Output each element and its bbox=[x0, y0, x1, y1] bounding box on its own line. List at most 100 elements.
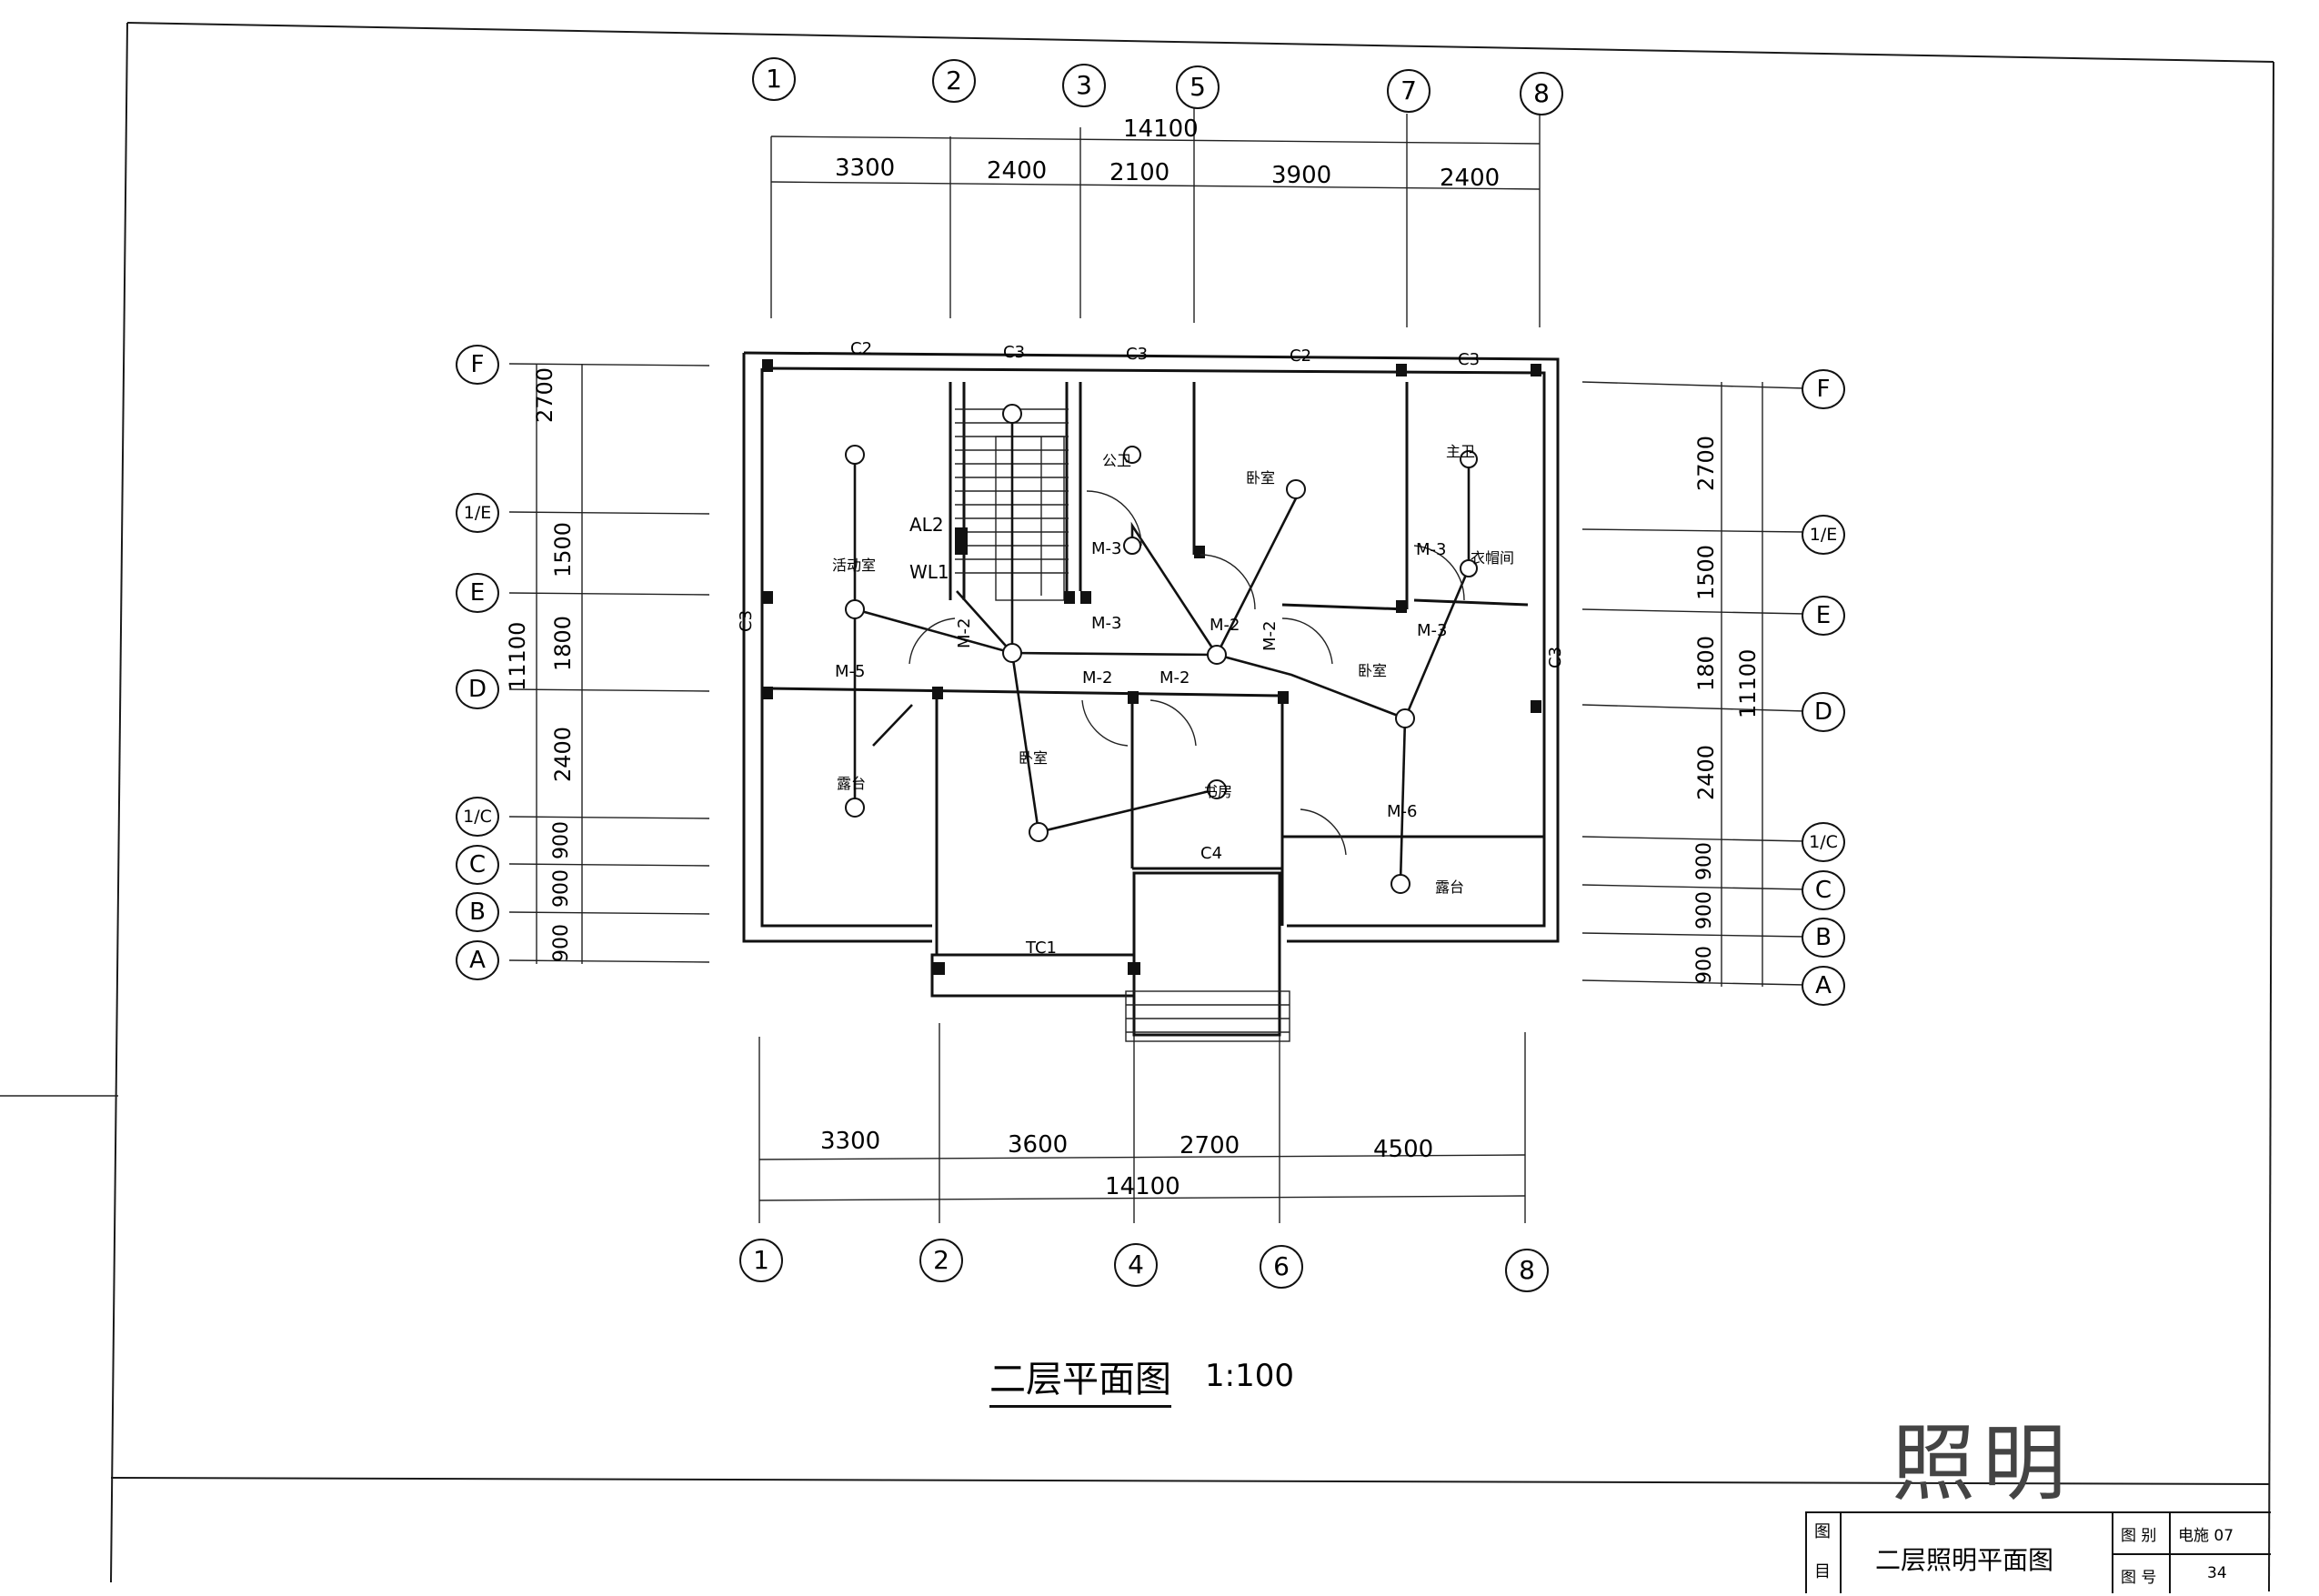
axis-bubble-right-E: E bbox=[1802, 596, 1845, 636]
columns bbox=[762, 359, 1541, 975]
dim-bottom-4: 4500 bbox=[1373, 1136, 1434, 1163]
dim-top-total: 14100 bbox=[1123, 115, 1199, 143]
axis-bubble-top-8: 8 bbox=[1520, 72, 1563, 115]
axis-bubble-right-C: C bbox=[1802, 870, 1845, 910]
room-label: 公卫 bbox=[1102, 452, 1132, 469]
door-label: M-3 bbox=[1091, 539, 1122, 558]
axis-bubble-top-1: 1 bbox=[752, 57, 796, 101]
window-label: C2 bbox=[1290, 346, 1312, 366]
title-block-hline bbox=[2112, 1553, 2271, 1555]
dim-left-6: 900 bbox=[550, 869, 573, 908]
dim-top-4: 3900 bbox=[1271, 162, 1332, 189]
dim-top-1: 3300 bbox=[835, 155, 896, 182]
title-block: 图 目 二层照明平面图 图 别 电施 07 图 号 34 bbox=[1805, 1511, 2271, 1593]
door-label: M-2 bbox=[1210, 616, 1240, 635]
dim-left-7: 900 bbox=[550, 924, 573, 962]
title-block-divider bbox=[1840, 1513, 1842, 1593]
dim-bottom-total: 14100 bbox=[1105, 1173, 1180, 1200]
room-label: 活动室 bbox=[832, 557, 877, 574]
dim-right-4: 2400 bbox=[1693, 744, 1719, 800]
stamp-lighting: 照明 bbox=[1892, 1415, 2074, 1512]
dim-left-1: 2700 bbox=[532, 366, 557, 423]
title-block-label-2: 目 bbox=[1814, 1562, 1831, 1581]
axis-bubble-left-E: E bbox=[456, 573, 499, 613]
door-label: M-5 bbox=[835, 662, 866, 681]
dim-left-4: 2400 bbox=[550, 726, 576, 782]
category-label: 图 别 bbox=[2121, 1527, 2157, 1545]
dim-left-total: 11100 bbox=[505, 621, 530, 691]
axis-bubble-top-3: 3 bbox=[1062, 64, 1106, 107]
axis-bubble-left-B: B bbox=[456, 892, 499, 932]
dim-left-3: 1800 bbox=[550, 615, 576, 671]
window-label: TC1 bbox=[1026, 939, 1057, 958]
window-label: C2 bbox=[850, 339, 873, 358]
axis-bubble-left-D: D bbox=[456, 669, 499, 709]
axis-bubble-right-1C: 1/C bbox=[1802, 822, 1845, 862]
axis-bubble-right-F: F bbox=[1802, 369, 1845, 409]
window-label: C3 bbox=[737, 609, 756, 632]
window-label: C3 bbox=[1003, 343, 1026, 362]
door-label: M-3 bbox=[1091, 614, 1122, 633]
dim-top-3: 2100 bbox=[1109, 159, 1170, 186]
panel-label-al2: AL2 bbox=[909, 514, 944, 536]
dim-right-6: 900 bbox=[1693, 891, 1716, 929]
sheet-border bbox=[0, 22, 2274, 1592]
dim-right-2: 1500 bbox=[1693, 544, 1719, 600]
axis-bubble-bottom-4: 4 bbox=[1114, 1243, 1158, 1287]
door-label: M-2 bbox=[1260, 620, 1280, 651]
door-label: M-2 bbox=[1160, 668, 1190, 688]
dim-right-total: 11100 bbox=[1735, 648, 1761, 718]
drawing-name: 二层照明平面图 bbox=[1875, 1545, 2054, 1575]
door-label: M-3 bbox=[1417, 621, 1448, 640]
plan-scale: 1:100 bbox=[1205, 1358, 1294, 1394]
dim-bottom-1: 3300 bbox=[820, 1128, 881, 1155]
axis-bubble-right-D: D bbox=[1802, 692, 1845, 732]
axis-bubble-right-A: A bbox=[1802, 966, 1845, 1006]
axis-bubble-left-1C: 1/C bbox=[456, 797, 499, 837]
door-label: M-2 bbox=[955, 617, 974, 648]
grid-lines bbox=[508, 105, 1806, 1223]
dim-bottom-3: 2700 bbox=[1180, 1132, 1240, 1159]
window-label: C3 bbox=[1126, 345, 1149, 364]
axis-bubble-top-7: 7 bbox=[1387, 69, 1431, 113]
axis-bubble-left-A: A bbox=[456, 940, 499, 980]
room-label: 衣帽间 bbox=[1471, 549, 1515, 567]
door-label: M-3 bbox=[1416, 540, 1447, 559]
room-label: 卧室 bbox=[1358, 662, 1388, 679]
room-label: 主卫 bbox=[1446, 443, 1476, 460]
light-fixtures bbox=[845, 404, 1478, 894]
number-label: 图 号 bbox=[2121, 1569, 2157, 1587]
door-label: M-2 bbox=[1082, 668, 1113, 688]
room-label: 露台 bbox=[837, 775, 867, 792]
dim-bottom-2: 3600 bbox=[1008, 1131, 1069, 1159]
plan-title: 二层平面图 bbox=[989, 1350, 1171, 1408]
category-value: 电施 07 bbox=[2178, 1527, 2234, 1545]
dim-top-5: 2400 bbox=[1440, 165, 1501, 192]
room-label: 卧室 bbox=[1019, 749, 1049, 767]
axis-bubble-left-1E: 1/E bbox=[456, 493, 499, 533]
dim-right-1: 2700 bbox=[1693, 435, 1719, 491]
axis-bubble-bottom-1: 1 bbox=[739, 1239, 783, 1282]
title-block-divider bbox=[2169, 1513, 2171, 1593]
window-label: C3 bbox=[1546, 646, 1565, 668]
dim-right-3: 1800 bbox=[1693, 635, 1719, 691]
window-label: C4 bbox=[1200, 844, 1223, 863]
axis-bubble-left-F: F bbox=[456, 345, 499, 385]
axis-bubble-right-1E: 1/E bbox=[1802, 515, 1845, 555]
axis-bubble-right-B: B bbox=[1802, 918, 1845, 958]
axis-bubble-bottom-8: 8 bbox=[1505, 1249, 1549, 1292]
room-label: 露台 bbox=[1435, 878, 1465, 896]
door-label: M-6 bbox=[1387, 802, 1418, 821]
axis-bubble-top-5: 5 bbox=[1176, 65, 1220, 109]
axis-bubble-top-2: 2 bbox=[932, 59, 976, 103]
axis-bubble-left-C: C bbox=[456, 845, 499, 885]
axis-bubble-bottom-6: 6 bbox=[1260, 1245, 1303, 1289]
room-label: 书房 bbox=[1203, 783, 1233, 800]
dim-top-2: 2400 bbox=[987, 157, 1048, 185]
dim-right-7: 900 bbox=[1693, 946, 1716, 984]
window-label: C3 bbox=[1458, 350, 1481, 369]
title-block-label-1: 图 bbox=[1814, 1522, 1831, 1541]
room-label: 卧室 bbox=[1246, 469, 1276, 487]
